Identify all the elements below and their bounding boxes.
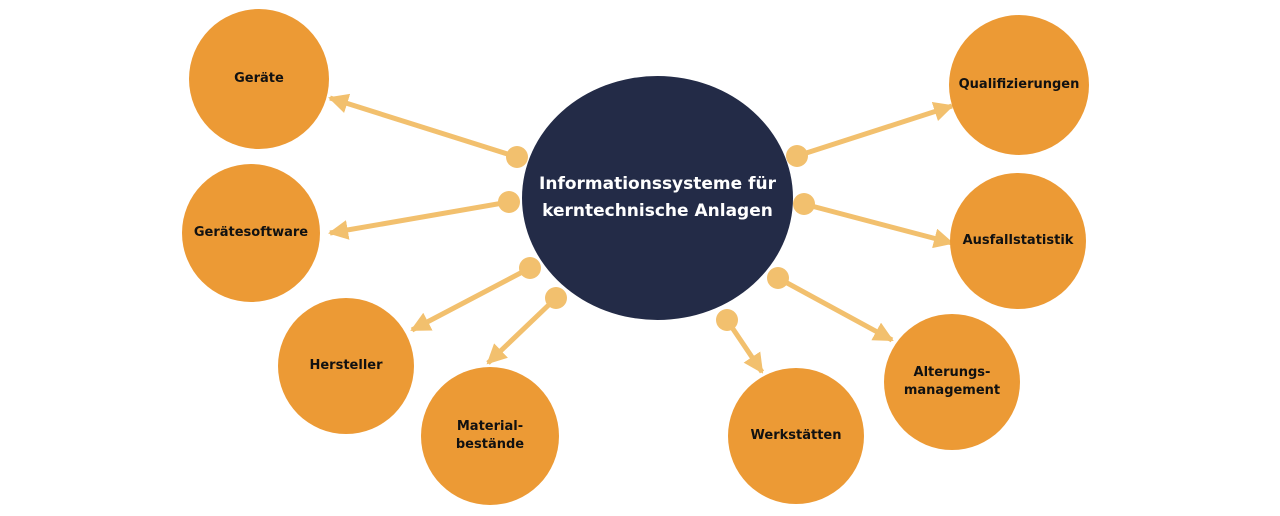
node-geraete: Geräte [189,9,329,149]
connector-dot [506,146,528,168]
connector-dot [716,309,738,331]
connector-arrow [796,102,954,159]
node-ausfallstatistik: Ausfallstatistik [950,173,1086,309]
connector-arrow [776,275,894,343]
node-qualifizierungen: Qualifizierungen [949,15,1089,155]
connector-arrow [328,199,510,240]
connector-dot [545,287,567,309]
node-alterungsmanagement: Alterungs- management [884,314,1020,450]
connector-arrow [803,201,954,249]
connector-dot [498,191,520,213]
node-werkstaetten: Werkstätten [728,368,864,504]
connector-dot [767,267,789,289]
connector-dot [786,145,808,167]
node-hersteller: Hersteller [278,298,414,434]
connector-dot [519,257,541,279]
connector-dot [793,193,815,215]
node-materialbestaende: Material- bestände [421,367,559,505]
connector-arrow [410,265,532,333]
connector-arrow [486,296,558,365]
node-geraetesoftware: Gerätesoftware [182,164,320,302]
central-topic: Informationssysteme für kerntechnische A… [522,76,793,320]
connector-arrow [328,93,518,160]
